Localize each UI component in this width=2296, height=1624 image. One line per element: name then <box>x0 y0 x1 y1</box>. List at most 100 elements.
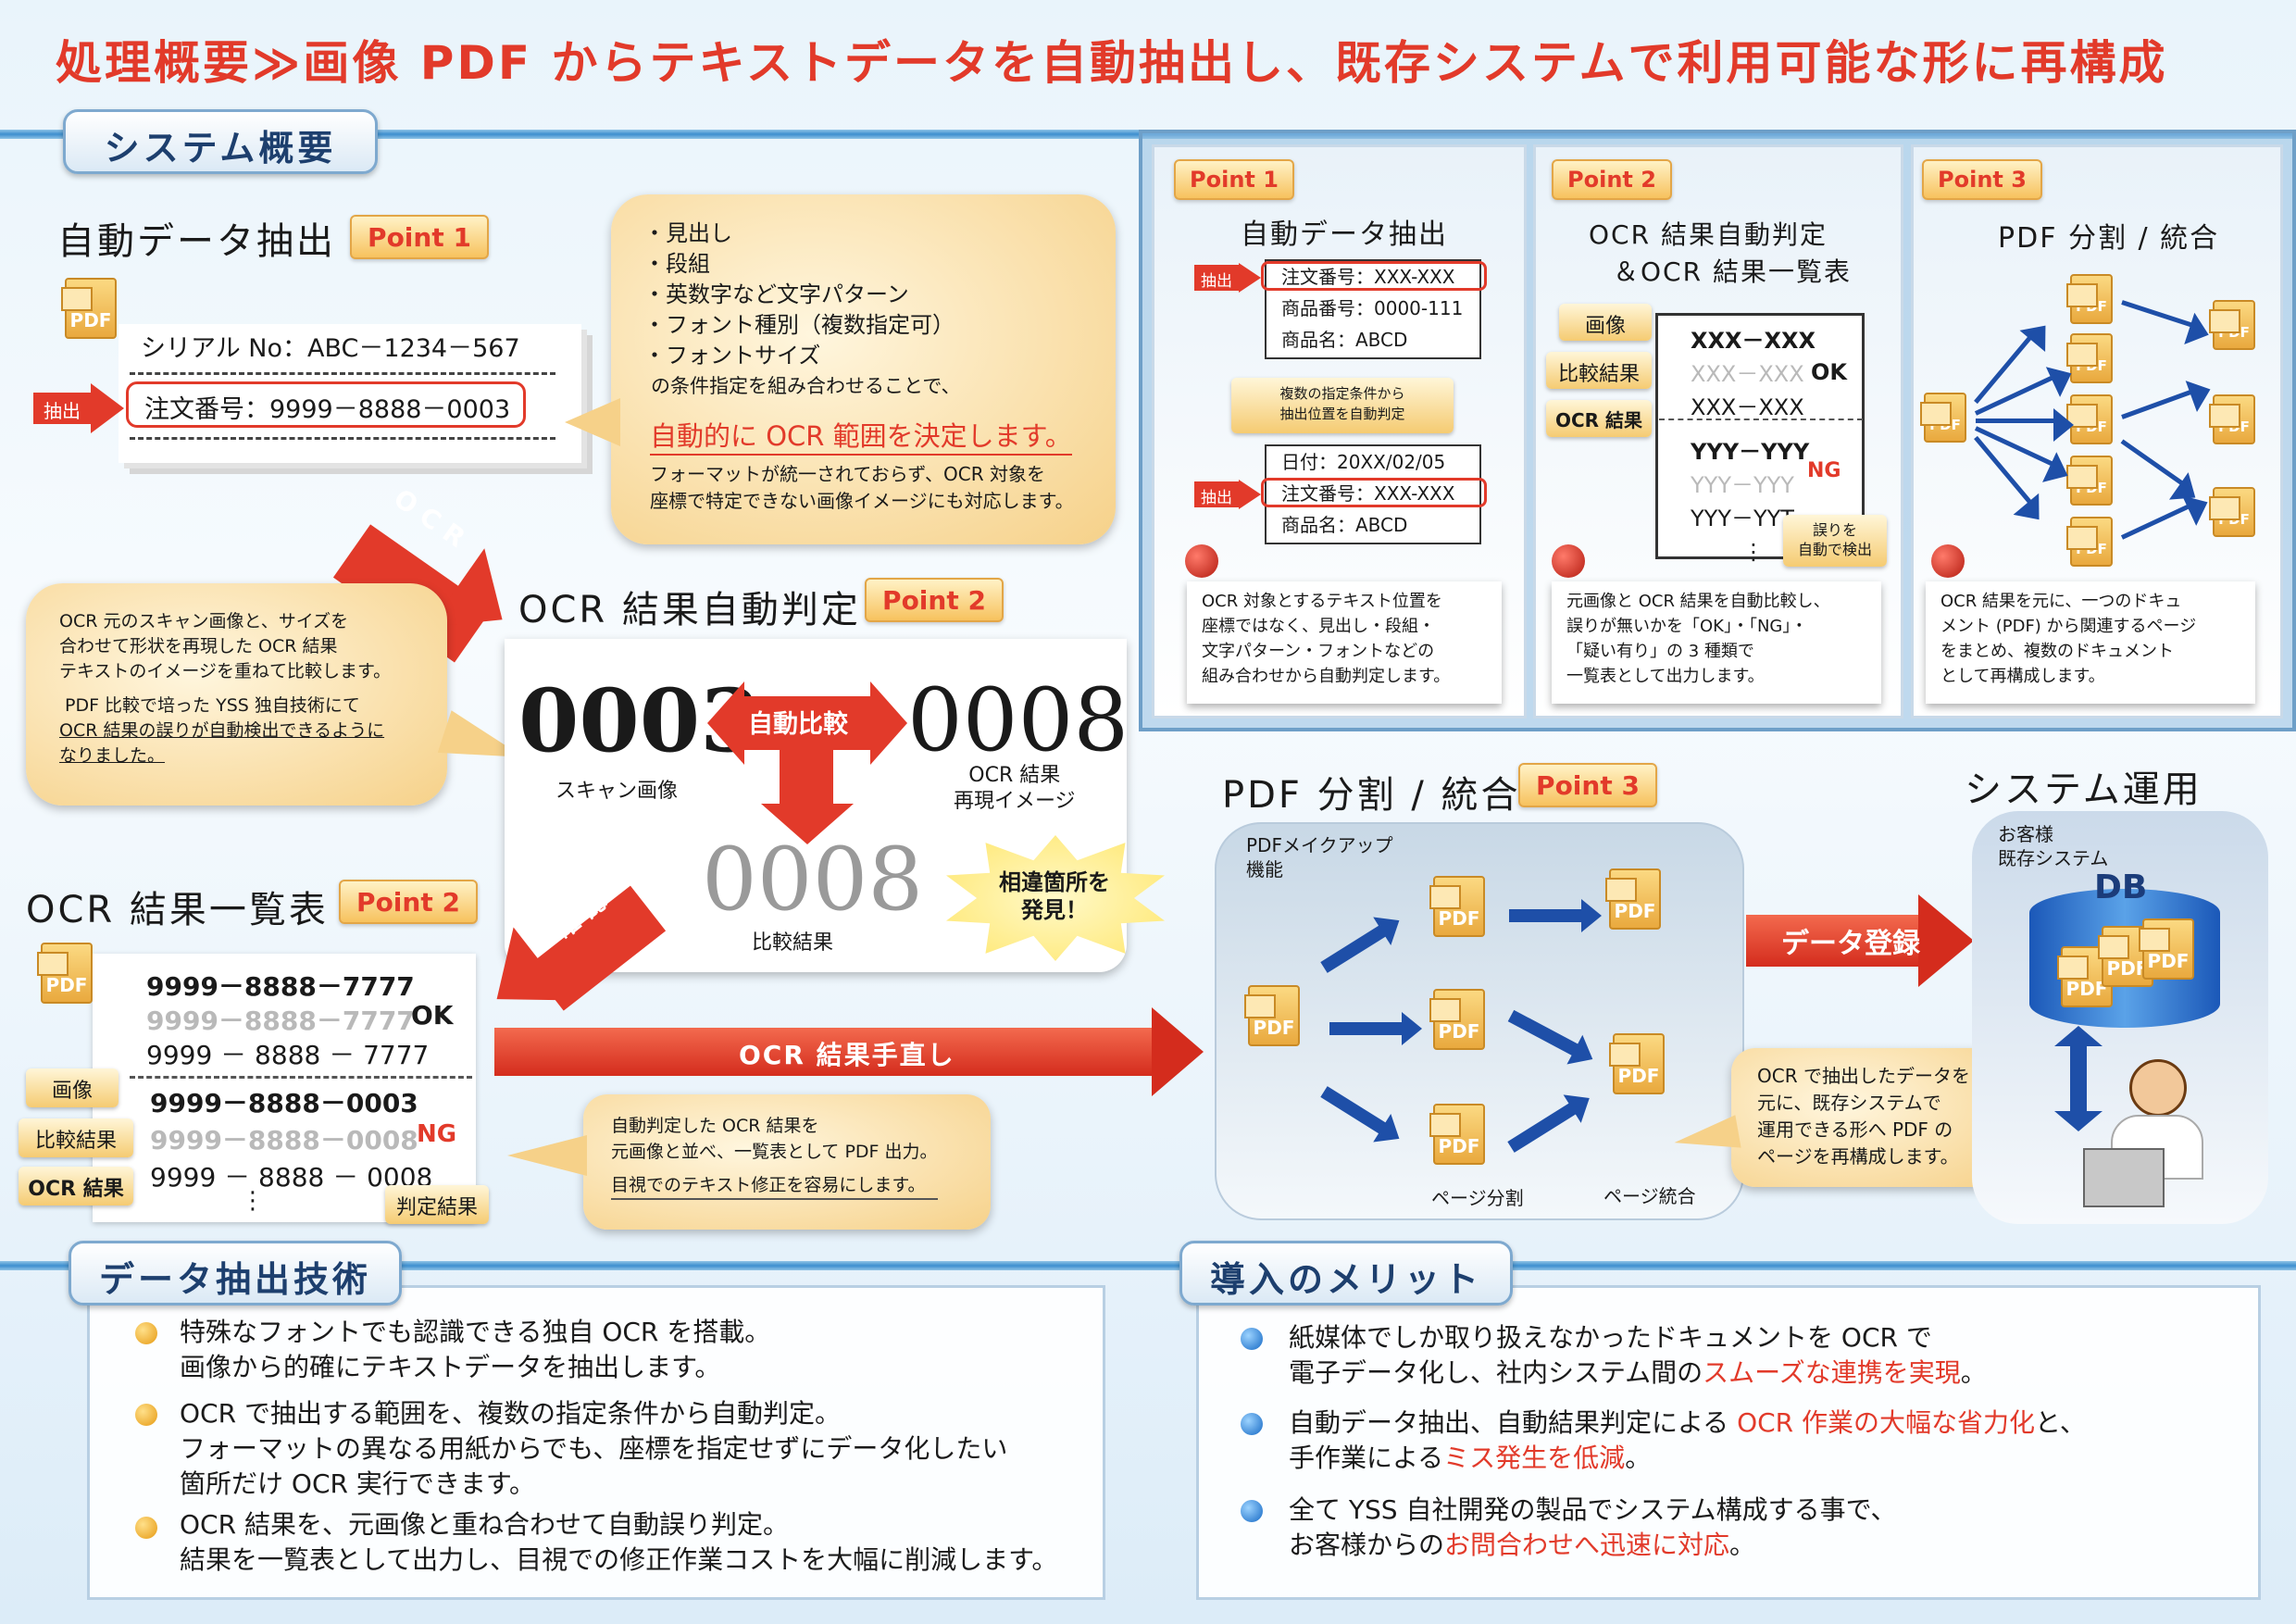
panel3-note: OCR 結果を元に、一つのドキュメント (PDF) から関連するページをまとめ、… <box>1926 581 2255 704</box>
tech-panel <box>87 1285 1105 1600</box>
db-label: DB <box>2094 868 2148 906</box>
panel2-tag-image: 画像 <box>1559 304 1652 341</box>
order-text: 注文番号：9999－8888－0003 <box>144 395 511 424</box>
divider <box>1659 418 1863 420</box>
split-heading: PDF 分割 / 統合 <box>1222 774 1521 817</box>
compare-arrow-down <box>761 804 854 844</box>
panel2-tag-ocr: OCR 結果 <box>1546 400 1652 437</box>
split-callout <box>1731 1048 2009 1187</box>
tag-compare: 比較結果 <box>19 1118 133 1157</box>
list-heading: OCR 結果一覧表 <box>26 889 329 931</box>
merit-item-3: 全て YSS 自社開発の製品でシステム構成する事で、 お客様からのお問合わせへ迅… <box>1289 1494 1897 1560</box>
pdf-icon: PDF <box>2066 394 2113 444</box>
compare-arrow-stem <box>780 750 833 806</box>
panel2-point-badge: Point 2 <box>1552 159 1672 200</box>
customer-label: お客様既存システム <box>1998 823 2109 869</box>
pdf-icon: PDF <box>2066 274 2113 324</box>
merit-item-2: 自動データ抽出、自動結果判定による OCR 作業の大幅な省力化と、 手作業による… <box>1289 1407 2086 1473</box>
split-point-badge: Point 3 <box>1518 763 1657 807</box>
extract-note: フォーマットが統一されておらず、OCR 対象を 座標で特定できない画像イメージに… <box>650 463 1074 512</box>
pdf-icon: PDF <box>2066 517 2113 567</box>
list-row: 9999－8888－7777 <box>146 1006 415 1036</box>
panel2-tag-compare: 比較結果 <box>1546 352 1652 389</box>
operator-illustration <box>2083 1059 2231 1211</box>
pdf-icon: PDF <box>1429 876 1485 937</box>
list-row: 9999－8888－0008 <box>150 1125 418 1156</box>
bullet-icon <box>1241 1328 1263 1350</box>
merit-panel <box>1196 1285 2261 1600</box>
judge-callout <box>26 583 447 806</box>
pdf-icon: PDF <box>1920 393 1966 443</box>
split-arrow <box>1976 408 2074 442</box>
pdf-icon: PDF <box>2066 456 2113 506</box>
tag-image: 画像 <box>26 1068 119 1107</box>
ocr-image-label: OCR 結果再現イメージ <box>954 764 1076 813</box>
judge-callout-text: OCR 元のスキャン画像と、サイズを 合わせて形状を再現した OCR 結果 テキ… <box>59 611 392 766</box>
callout-pointer <box>507 1135 587 1176</box>
tag-judge: 判定結果 <box>385 1185 489 1224</box>
extract-tag: 抽出 <box>33 393 91 424</box>
panel1-mid-tag: 複数の指定条件から抽出位置を自動判定 <box>1231 378 1454 433</box>
fix-arrow-head <box>1152 1007 1204 1096</box>
pdf-icon: PDF <box>1429 989 1485 1050</box>
register-label: データ登録 <box>1781 928 1920 960</box>
panel2-detect-tag: 誤りを自動で検出 <box>1783 515 1887 567</box>
panel3-title: PDF 分割 / 統合 <box>1998 222 2220 255</box>
list-sheet <box>93 954 476 1222</box>
panel2-note: 元画像と OCR 結果を自動比較し、誤りが無いかを「OK」・「NG」・「疑い有り… <box>1552 581 1881 704</box>
judge-heading: OCR 結果自動判定 <box>518 589 861 631</box>
panel1-extract-arrow <box>1239 263 1261 293</box>
list-row: 9999 － 8888 － 7777 <box>146 1040 430 1070</box>
panel3-point-badge: Point 3 <box>1922 159 2042 200</box>
register-arrow <box>1746 915 1920 967</box>
pdf-icon: PDF <box>2209 487 2255 537</box>
panel1-extract-tag: 抽出 <box>1194 481 1239 507</box>
list-callout <box>583 1094 991 1230</box>
tech-item-1: 特殊なフォントでも認識できる独自 OCR を搭載。画像から的確にテキストデータを… <box>180 1317 771 1382</box>
list-point-badge: Point 2 <box>339 880 478 924</box>
extract-arrow-head <box>91 383 124 433</box>
extract-point-badge: Point 1 <box>350 215 489 259</box>
pin-icon <box>1185 544 1218 578</box>
tech-item-3: OCR 結果を、元画像と重ね合わせて自動誤り判定。結果を一覧表として出力し、目視… <box>180 1509 1058 1575</box>
compare-arrow <box>741 696 870 750</box>
page-split-label: ページ分割 <box>1431 1187 1524 1209</box>
page-title: 処理概要≫画像 PDF からテキストデータを自動抽出し、既存システムで利用可能な… <box>56 36 2168 90</box>
merge-arrow <box>1509 899 1602 932</box>
divider <box>130 437 555 440</box>
panel1-point-badge: Point 1 <box>1174 159 1294 200</box>
ocr-number: 0008 <box>907 670 1129 771</box>
compare-label: 自動比較 <box>748 710 848 739</box>
panel2-list <box>1655 313 1865 559</box>
fix-arrow-label: OCR 結果手直し <box>739 1040 955 1070</box>
pdf-icon: PDF <box>2209 394 2255 444</box>
extract-callout <box>611 194 1116 544</box>
burst-text: 相違箇所を発見！ <box>999 869 1110 923</box>
pdf-icon: PDF <box>61 278 117 339</box>
pdf-icon: PDF <box>2066 333 2113 383</box>
section-tab-merit: 導入のメリット <box>1179 1241 1513 1305</box>
ops-heading: システム運用 <box>1965 768 2202 811</box>
fix-arrow <box>494 1028 1155 1076</box>
compare-arrow-left <box>707 681 744 765</box>
scan-label: スキャン画像 <box>555 780 679 803</box>
order-highlight <box>126 381 526 428</box>
list-callout-text: 自動判定した OCR 結果を元画像と並べ、一覧表として PDF 出力。 目視での… <box>611 1113 938 1200</box>
bullet-icon <box>135 1404 157 1426</box>
bullet-icon <box>135 1517 157 1539</box>
section-rule <box>0 1261 2296 1270</box>
list-row: 9999－8888－0003 <box>150 1088 418 1118</box>
pin-icon <box>1931 544 1965 578</box>
section-tab-tech: データ抽出技術 <box>69 1241 402 1305</box>
panel2-ng: NG <box>1807 459 1841 482</box>
pdf-icon: PDF <box>1429 1104 1485 1165</box>
ng-badge: NG <box>417 1120 457 1148</box>
result-label: 比較結果 <box>752 931 834 955</box>
sync-arrow <box>2070 1041 2087 1115</box>
pdf-icon: PDF <box>1244 985 1300 1046</box>
callout-pointer <box>565 398 620 446</box>
tag-ocr: OCR 結果 <box>19 1167 133 1206</box>
extract-emphasis: 自動的に OCR 範囲を決定します。 <box>650 415 1072 456</box>
